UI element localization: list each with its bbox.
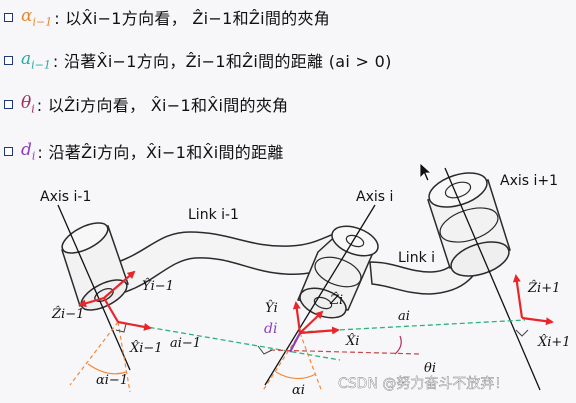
x-next-vector — [521, 316, 554, 326]
x-i-vector — [299, 326, 340, 335]
alpha-symbol: αi−1 — [21, 5, 53, 29]
x-prev-label: X̂i−1 — [129, 340, 163, 356]
link-prev-shape — [117, 231, 351, 293]
bullet-square — [4, 12, 13, 22]
bullet-square — [4, 146, 13, 156]
x-i-label: X̂i — [345, 333, 359, 349]
axis-curr-line — [264, 204, 376, 386]
definition-a: ai−1 : 沿著X̂i−1方向，Ẑi−1和Ẑi間的距離 (ai > 0) — [4, 47, 392, 73]
x-next-label: X̂i+1 — [537, 334, 571, 350]
y-i-vector — [292, 301, 302, 334]
a-symbol: ai−1 — [21, 48, 51, 72]
watermark-text: CSDN @努力奋斗不放弃！ — [338, 376, 508, 392]
d-definition: : 沿著Ẑi方向，X̂i−1和X̂i間的距離 — [37, 143, 284, 162]
alpha-i-label: αi — [292, 383, 305, 398]
d-i-label: di — [264, 321, 277, 337]
a-prev-line — [117, 321, 341, 361]
z-next-label: Ẑi+1 — [527, 280, 560, 296]
link-curr-shape — [369, 239, 489, 295]
theta-symbol: θi — [21, 92, 35, 116]
axis-prev-label: Axis i-1 — [40, 189, 91, 205]
axis-next-line — [444, 167, 541, 391]
theta-i-label: θi — [424, 361, 436, 376]
bullet-square — [4, 99, 13, 109]
cylinder-prev — [61, 222, 129, 311]
axis-next-label: Axis i+1 — [500, 173, 558, 189]
axis-curr-label: Axis i — [356, 189, 393, 205]
x-prev-vector — [117, 320, 152, 331]
alpha-i-lines — [261, 332, 323, 393]
z-next-vector — [512, 274, 524, 319]
z-i-label: Ẑi — [329, 292, 343, 308]
alpha-prev-lines — [69, 321, 131, 393]
z-prev-label: Ẑi−1 — [51, 306, 84, 322]
link-prev-label: Link i-1 — [188, 207, 239, 223]
alpha-i-arc — [275, 371, 317, 380]
a-definition: : 沿著X̂i−1方向，Ẑi−1和Ẑi間的距離 (ai > 0) — [52, 52, 392, 71]
definition-alpha: αi−1 : 以X̂i−1方向看， Ẑi−1和Ẑi間的夾角 — [4, 4, 330, 30]
theta-arc — [394, 335, 402, 355]
y-i-label: Ŷi — [265, 300, 278, 316]
definition-d: di : 沿著Ẑi方向，X̂i−1和X̂i間的距離 — [4, 138, 284, 164]
a-i-line — [299, 319, 526, 333]
a-prev-label: ai−1 — [170, 336, 201, 351]
bullet-square — [4, 55, 13, 65]
a-i-label: ai — [398, 309, 410, 324]
z-prev-vector — [78, 296, 105, 308]
d-symbol: di — [21, 139, 36, 163]
x-prev-extension — [269, 349, 421, 355]
definition-theta: θi : 以Ẑi方向看， X̂i−1和X̂i間的夾角 — [4, 91, 288, 117]
alpha-prev-arc — [87, 363, 127, 375]
theta-definition: : 以Ẑi方向看， X̂i−1和X̂i間的夾角 — [36, 96, 289, 115]
cylinder-next — [427, 172, 511, 277]
y-prev-vector — [103, 270, 136, 299]
alpha-prev-label: αi−1 — [96, 373, 128, 388]
z-i-vector — [299, 310, 324, 334]
mouse-cursor-icon — [419, 162, 433, 182]
link-curr-label: Link i — [398, 250, 435, 266]
y-prev-label: Ŷi−1 — [142, 278, 174, 294]
cylinder-curr — [296, 225, 379, 319]
axis-prev-line — [57, 204, 131, 371]
alpha-definition: : 以X̂i−1方向看， Ẑi−1和Ẑi間的夾角 — [54, 9, 331, 28]
d-segment — [289, 332, 301, 353]
